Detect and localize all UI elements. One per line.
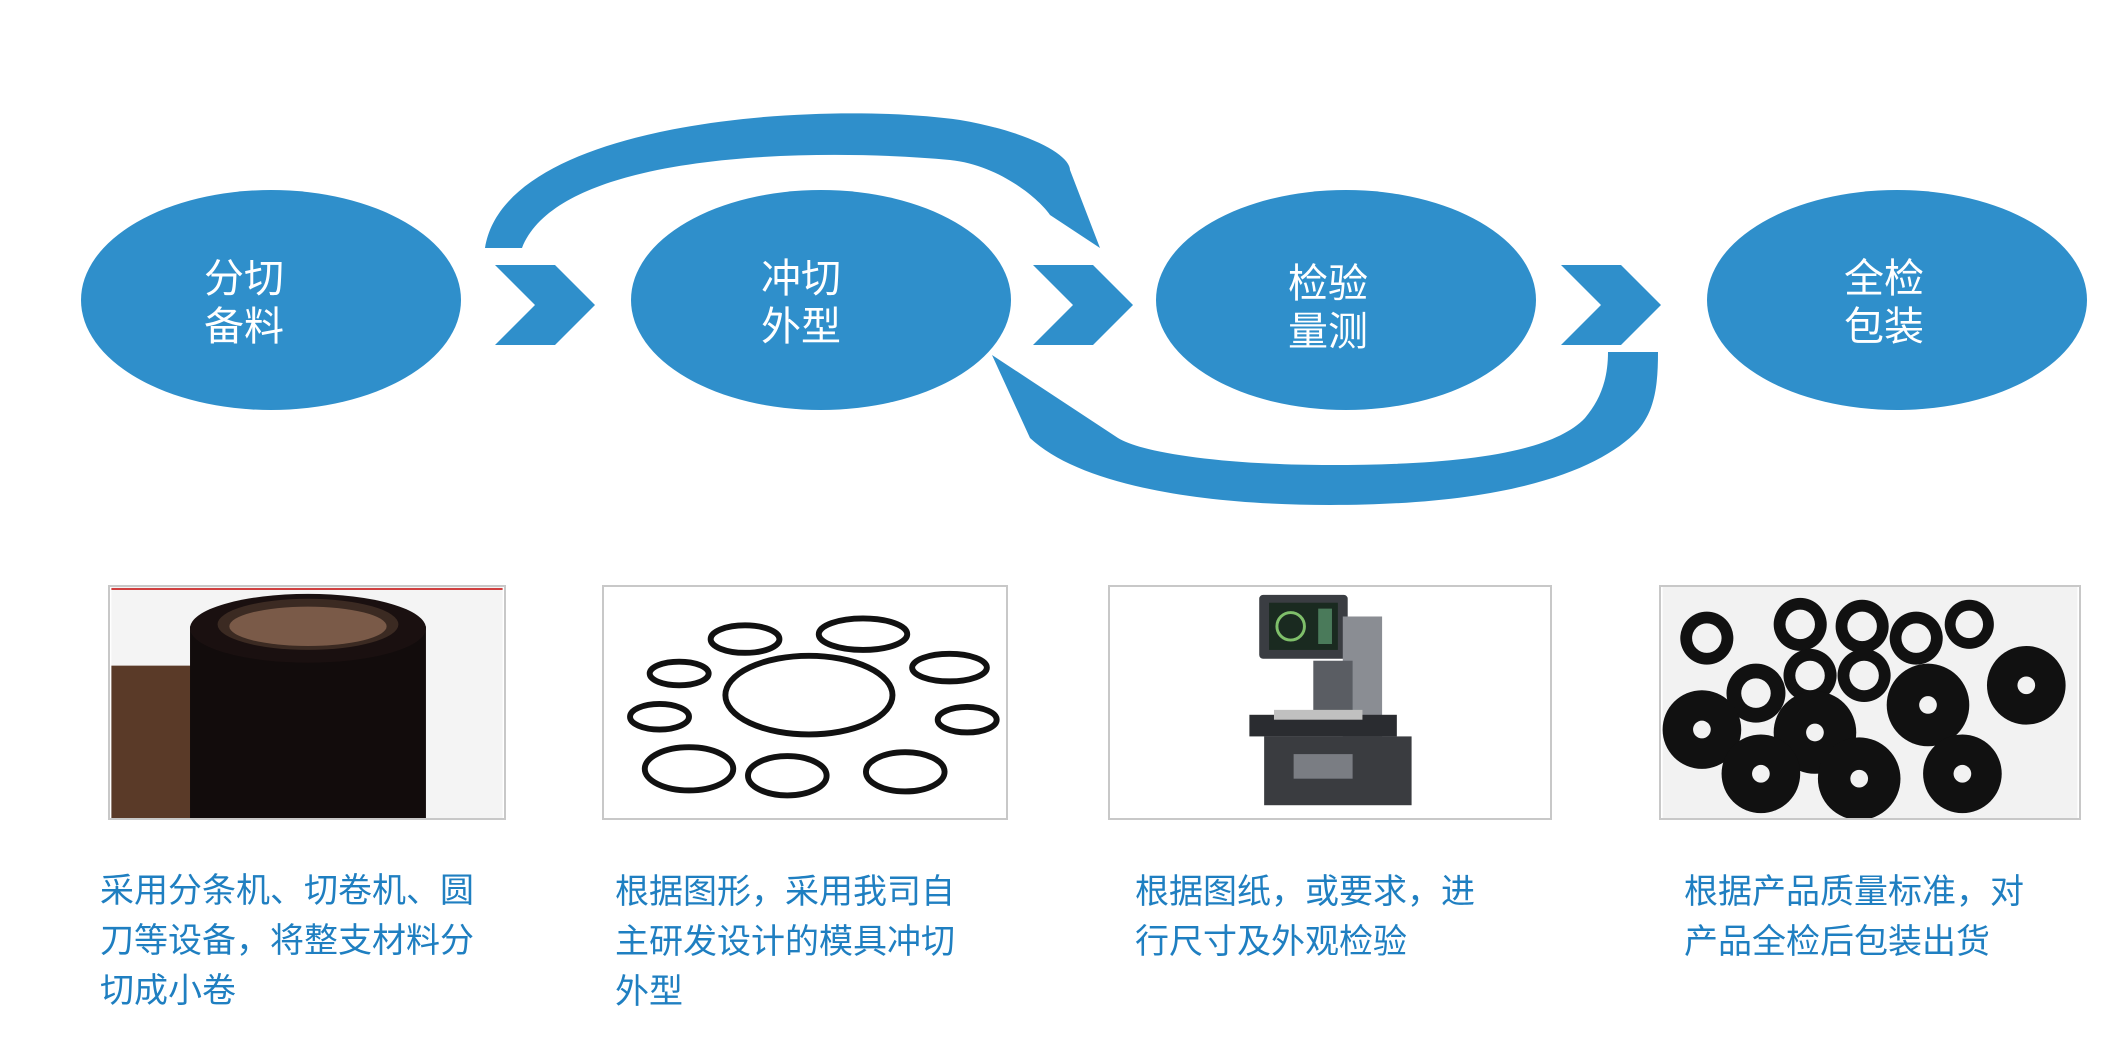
chevron-arrow-3 xyxy=(1561,265,1661,345)
step-description-4: 根据产品质量标准，对产品全检后包装出货 xyxy=(1684,872,2024,962)
step-description-2: 根据图形，采用我司自主研发设计的模具冲切外型 xyxy=(615,872,955,1012)
step-label-1: 分切备料 xyxy=(204,256,284,350)
chevron-arrow-2 xyxy=(1033,265,1133,345)
lower-flow-arrow xyxy=(992,352,1658,505)
chevron-arrow-1 xyxy=(495,265,595,345)
step-description-3: 根据图纸，或要求，进行尺寸及外观检验 xyxy=(1135,872,1475,962)
step-ellipse-4 xyxy=(1707,190,2087,410)
punched-rings-photo xyxy=(602,585,1008,820)
measuring-instrument-photo xyxy=(1108,585,1552,820)
roll-of-material-photo xyxy=(108,585,506,820)
upper-flow-arrow xyxy=(485,113,1100,248)
step-ellipse-1 xyxy=(81,190,461,410)
step-description-1: 采用分条机、切卷机、圆刀等设备，将整支材料分切成小卷 xyxy=(100,871,474,1011)
step-label-4: 全检包装 xyxy=(1844,256,1924,350)
step-ellipse-2 xyxy=(631,190,1011,410)
step-ellipse-3 xyxy=(1156,190,1536,410)
step-label-2: 冲切外型 xyxy=(761,256,841,350)
washers-photo xyxy=(1659,585,2081,820)
step-label-3: 检验量测 xyxy=(1288,261,1368,355)
